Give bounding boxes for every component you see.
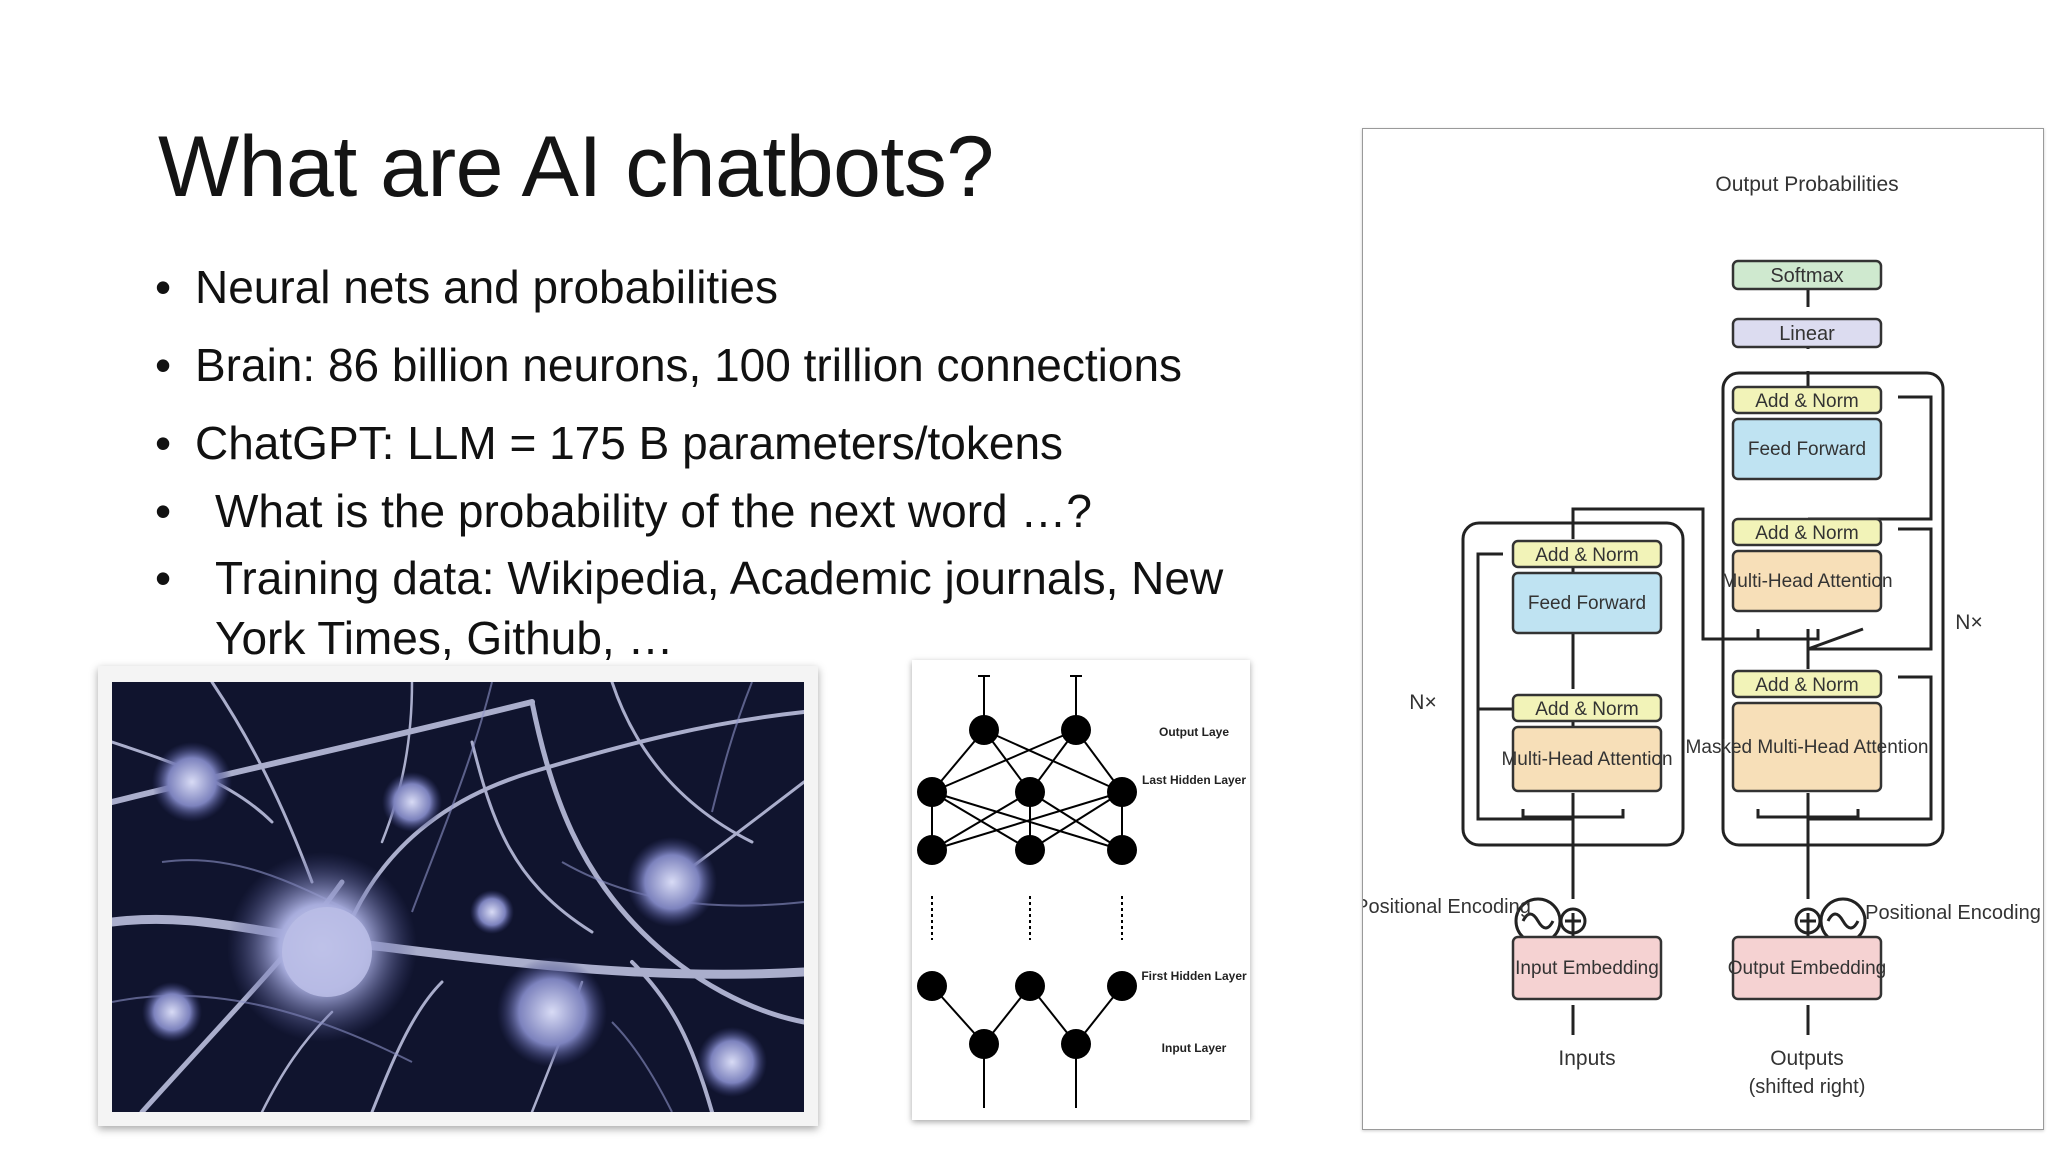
bullet-item: ChatGPT: LLM = 175 B parameters/tokens [155,414,1285,472]
bullet-item: Brain: 86 billion neurons, 100 trillion … [155,336,1285,394]
nn-label-last-hidden: Last Hidden Layer [1142,773,1246,787]
enc-feedforward-box [1511,571,1663,635]
nn-label-input: Input Layer [1162,1041,1227,1055]
bullet-item: Training data: Wikipedia, Academic journ… [155,548,1285,668]
enc-addnorm-1 [1511,693,1663,723]
outputs-note-label: (shifted right) [1749,1076,1866,1098]
inputs-label: Inputs [1558,1047,1615,1070]
enc-addnorm-2-label: Add & Norm [1535,545,1638,566]
dec-addnorm-2-label: Add & Norm [1755,523,1858,544]
softmax-box [1731,259,1883,291]
input-embedding-box [1511,935,1663,1001]
dec-attention-label: Multi-Head Attention [1721,571,1892,592]
dec-positional-encoding-label: Positional Encoding [1865,902,2041,924]
dec-nx-label: N× [1955,611,1982,634]
linear-box [1731,317,1883,349]
enc-positional-encoding-label: Positional Encoding [1363,896,1531,918]
dec-addnorm-3 [1731,385,1883,415]
dec-masked-attention-box [1731,701,1883,793]
decoder-block [1721,371,1945,847]
enc-nx-label: N× [1409,691,1436,714]
enc-addnorm-2 [1511,539,1663,569]
output-embedding-box [1731,935,1883,1001]
slide-title: What are AI chatbots? [158,119,994,215]
enc-addnorm-1-label: Add & Norm [1535,699,1638,720]
enc-attention-box [1511,725,1663,793]
nn-label-first-hidden: First Hidden Layer [1141,969,1247,983]
dec-attention-box [1731,549,1883,613]
softmax-label: Softmax [1770,265,1843,287]
transformer-diagram: Output Probabilities Softmax Linear Add … [1355,173,2041,1098]
dec-addnorm-2 [1731,517,1883,547]
neural-network-image: Output Laye Last Hidden Layer First Hidd… [912,660,1250,1120]
transformer-image: Output Probabilities Softmax Linear Add … [1355,128,2044,1130]
input-embedding-label: Input Embedding [1515,958,1659,979]
dec-addnorm-3-label: Add & Norm [1755,391,1858,412]
dec-masked-attention-label: Masked Multi-Head Attention [1686,737,1929,758]
bullet-list: Neural nets and probabilities Brain: 86 … [155,258,1285,688]
dec-addnorm-1 [1731,669,1883,699]
neuron-image [98,666,818,1126]
enc-attention-label: Multi-Head Attention [1501,749,1672,770]
nn-label-output: Output Laye [1159,725,1229,739]
dec-addnorm-1-label: Add & Norm [1755,675,1858,696]
bullet-item: Neural nets and probabilities [155,258,1285,316]
linear-label: Linear [1779,323,1835,345]
output-embedding-label: Output Embedding [1728,958,1886,979]
output-probabilities-label: Output Probabilities [1715,173,1898,196]
neuron-illustration [112,682,804,1112]
dec-feedforward-box [1731,417,1883,481]
dec-feedforward-label: Feed Forward [1748,439,1866,460]
outputs-label: Outputs [1770,1047,1844,1070]
bullet-item: What is the probability of the next word… [155,482,1285,540]
enc-feedforward-label: Feed Forward [1528,593,1646,614]
neural-network-diagram: Output Laye Last Hidden Layer First Hidd… [917,675,1247,1108]
